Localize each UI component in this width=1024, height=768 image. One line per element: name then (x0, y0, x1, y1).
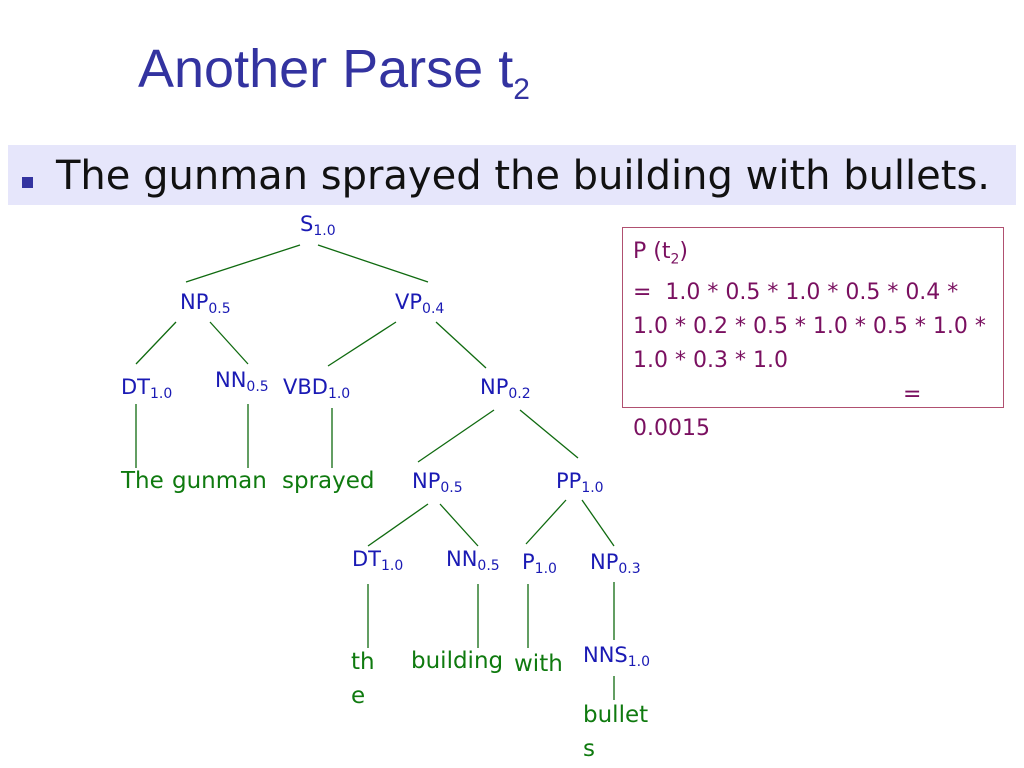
node-dt-object: DT1.0 (352, 547, 404, 574)
probability-label: P (t2) (633, 239, 688, 268)
node-s: S1.0 (300, 212, 336, 239)
word-bullets: bullets (583, 702, 649, 762)
edge-np-dt2 (367, 503, 429, 547)
node-np-building: NP0.5 (412, 469, 463, 496)
node-p: P1.0 (522, 550, 557, 577)
node-nn-subject: NN0.5 (215, 368, 269, 395)
edge-pp-np (581, 499, 615, 547)
node-nns: NNS1.0 (583, 643, 651, 670)
probability-box (622, 227, 1004, 408)
edge-np-np (417, 409, 495, 463)
edge-pp-p (525, 499, 567, 545)
probability-formula: = 1.0 * 0.5 * 1.0 * 0.5 * 0.4 * 1.0 * 0.… (633, 280, 993, 374)
node-np-subject: NP0.5 (180, 290, 231, 317)
probability-result: 0.0015 (633, 416, 710, 442)
edge-np-nn2 (439, 503, 479, 547)
word-building: building (411, 648, 504, 674)
bullet-band (8, 145, 1016, 205)
edge-np-dt (135, 321, 177, 365)
edge-vp-vbd (327, 321, 397, 367)
node-dt-subject: DT1.0 (121, 375, 173, 402)
word-sprayed: sprayed (282, 468, 375, 494)
node-vbd: VBD1.0 (283, 375, 351, 402)
bullet-sentence: The gunman sprayed the building with bul… (56, 153, 991, 199)
node-np-bullets: NP0.3 (590, 550, 641, 577)
word-the-object: the (351, 649, 375, 709)
edge-np-nn (209, 321, 249, 365)
word-the-subject: The (121, 468, 164, 494)
probability-equals: = (903, 382, 922, 408)
bullet-square-icon (22, 177, 33, 188)
edge-s-np (185, 244, 301, 283)
word-gunman: gunman (172, 468, 267, 494)
edge-np-pp (519, 409, 579, 459)
slide-title: Another Parse t2 (138, 39, 530, 106)
node-pp: PP1.0 (556, 469, 604, 496)
node-nn-object: NN0.5 (446, 547, 500, 574)
probability-text: P (t2) = 1.0 * 0.5 * 1.0 * 0.5 * 0.4 * 1… (633, 235, 998, 446)
edge-s-vp (317, 244, 429, 283)
node-np-object: NP0.2 (480, 375, 531, 402)
edge-vp-np (435, 321, 487, 369)
node-vp: VP0.4 (395, 290, 445, 317)
word-with: with (514, 651, 563, 677)
